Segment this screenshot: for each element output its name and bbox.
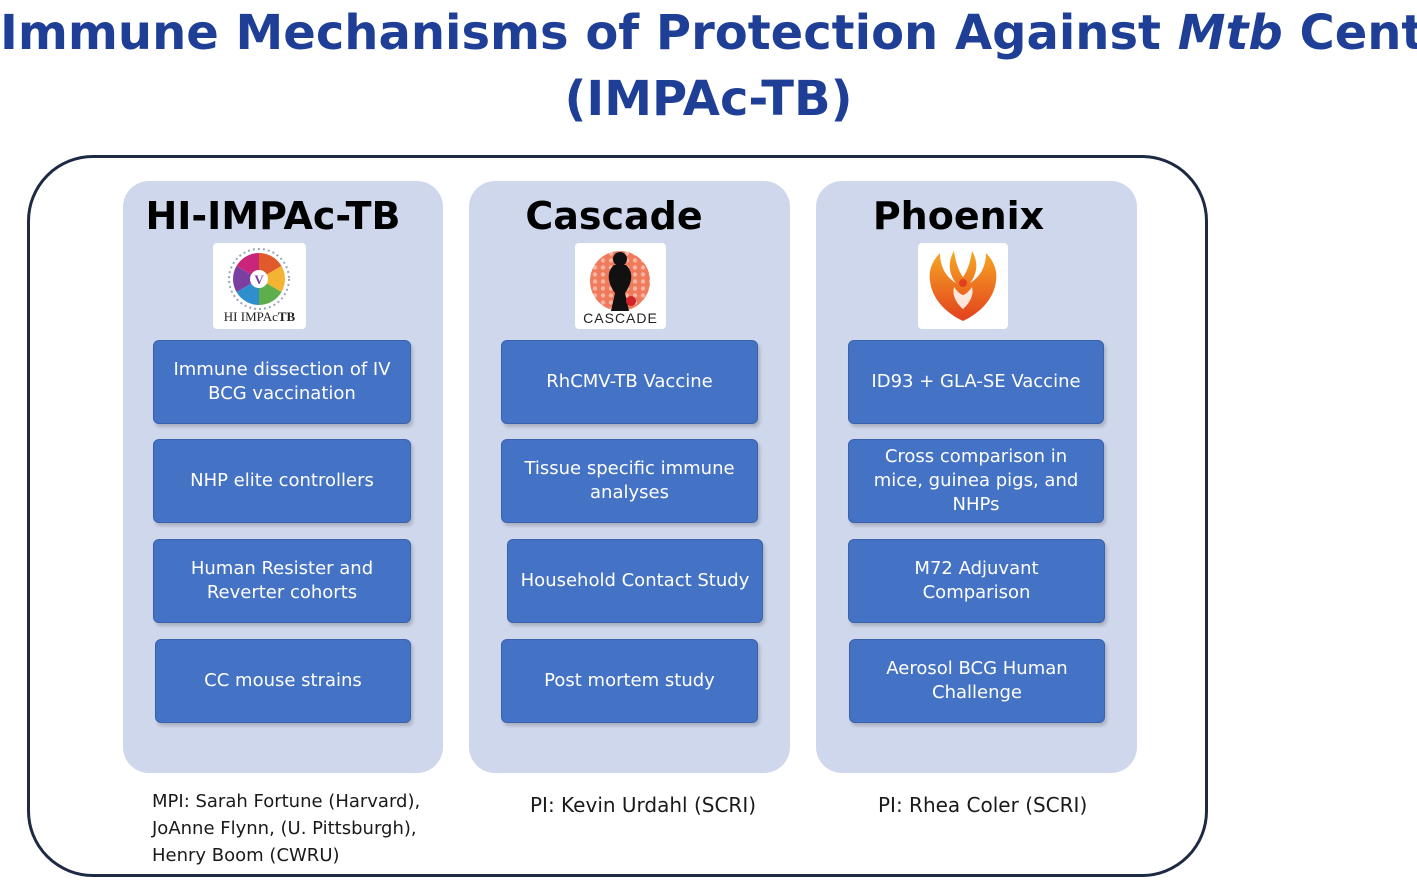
box-nhp-elite-controllers: NHP elite controllers	[153, 439, 411, 523]
box-resister-reverter-cohorts: Human Resister and Reverter cohorts	[153, 539, 411, 623]
title-line-1: Immune Mechanisms of Protection Against …	[0, 4, 1417, 62]
pi-hi-impac-tb-line-1: MPI: Sarah Fortune (Harvard),	[152, 791, 421, 812]
panel-title-cascade: Cascade	[525, 194, 703, 238]
title-line-1-prefix: Immune Mechanisms of Protection Against	[0, 5, 1178, 61]
box-cross-comparison: Cross comparison in mice, guinea pigs, a…	[848, 439, 1104, 523]
pi-hi-impac-tb-line-3: Henry Boom (CWRU)	[152, 845, 340, 866]
title-line-1-italic: Mtb	[1177, 5, 1283, 61]
panel-title-hi-impac-tb: HI-IMPAc-TB	[145, 194, 401, 238]
pi-phoenix: PI: Rhea Coler (SCRI)	[878, 793, 1088, 817]
phoenix-logo-icon	[929, 251, 997, 321]
hi-impac-tb-logo-icon: V	[228, 248, 290, 310]
box-aerosol-bcg-challenge: Aerosol BCG Human Challenge	[849, 639, 1105, 723]
title-line-2: (IMPAc-TB)	[564, 71, 853, 127]
hi-impac-tb-logo: V HI IMPAcTB	[213, 243, 306, 329]
cascade-logo-icon	[590, 251, 650, 311]
box-id93-gla-se-vaccine: ID93 + GLA-SE Vaccine	[848, 340, 1104, 424]
pi-hi-impac-tb: MPI: Sarah Fortune (Harvard), JoAnne Fly…	[152, 788, 452, 869]
box-post-mortem-study: Post mortem study	[501, 639, 758, 723]
box-tissue-specific-analyses: Tissue specific immune analyses	[501, 439, 758, 523]
cascade-logo: CASCADE	[575, 243, 666, 329]
box-m72-adjuvant-comparison: M72 Adjuvant Comparison	[848, 539, 1105, 623]
box-rhcmv-tb-vaccine: RhCMV-TB Vaccine	[501, 340, 758, 424]
panel-title-phoenix: Phoenix	[872, 194, 1045, 238]
svg-text:V: V	[254, 272, 264, 287]
pi-hi-impac-tb-line-2: JoAnne Flynn, (U. Pittsburgh),	[152, 818, 417, 839]
hi-impac-tb-logo-text-prefix: HI IMPAc	[223, 309, 278, 324]
center-frame	[27, 155, 1208, 877]
hi-impac-tb-logo-text-bold: TB	[277, 309, 296, 324]
title-line-1-suffix: Center	[1299, 5, 1417, 61]
pi-cascade: PI: Kevin Urdahl (SCRI)	[530, 793, 757, 817]
box-household-contact-study: Household Contact Study	[507, 539, 763, 623]
box-iv-bcg-vaccination: Immune dissection of IV BCG vaccination	[153, 340, 411, 424]
cascade-logo-text: CASCADE	[583, 310, 658, 326]
phoenix-logo	[918, 243, 1008, 329]
box-cc-mouse-strains: CC mouse strains	[155, 639, 411, 723]
hi-impac-tb-logo-text: HI IMPAcTB	[213, 309, 306, 325]
